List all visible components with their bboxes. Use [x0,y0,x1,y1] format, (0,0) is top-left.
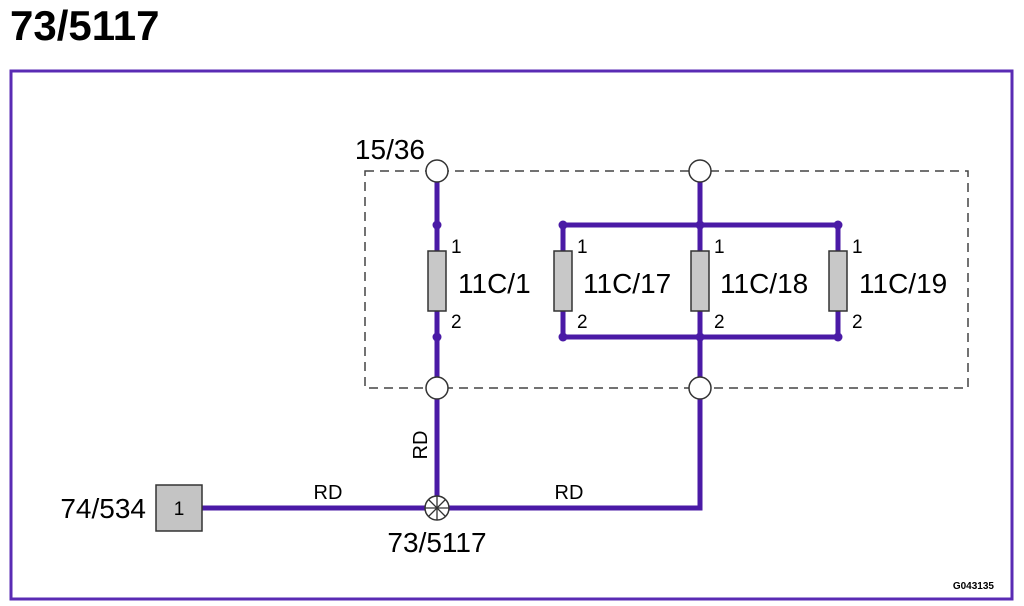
fuse-pin-label: 2 [577,312,588,333]
fuse-label: 11C/17 [583,268,671,299]
diagram-frame [9,69,1014,601]
terminal-top-right [688,159,712,183]
junction-dot [558,332,568,342]
junction-dot [833,332,843,342]
terminal-bottom-left [425,376,449,400]
wires [199,180,841,511]
terminal-bottom-right [688,376,712,400]
fuse-body [690,250,710,312]
fuse-body [828,250,848,312]
fuse-pin-label: 1 [852,237,863,258]
fuse-box-outline [364,170,969,389]
wire-color-label: RD [410,431,432,460]
fuse-pin-label: 2 [714,312,725,333]
junction-dot [833,220,843,230]
ground-connector-label: 74/534 [60,493,146,524]
fuse-pin-label: 2 [451,312,462,333]
junction-dot [695,220,705,230]
junction-dots [432,220,843,342]
fuse-label: 11C/1 [458,268,531,299]
fuse-pin-label: 1 [451,237,462,258]
fuse-11c-17 [553,250,573,312]
wire-color-label: RD [555,482,584,504]
splice-symbol [424,495,450,521]
splice-label: 73/5117 [387,527,486,558]
junction-dot [432,220,442,230]
fuse-label: 11C/18 [720,268,808,299]
fuse-pin-label: 1 [714,237,725,258]
fuse-11c-18 [690,250,710,312]
ground-connector-box [155,484,203,532]
junction-dot [432,332,442,342]
fuse-body [553,250,573,312]
fuse-label: 11C/19 [859,268,947,299]
fuse-pin-label: 1 [577,237,588,258]
image-code-label: G043135 [953,581,995,592]
terminal-top-left [425,159,449,183]
fuse-body [427,250,447,312]
terminals [425,159,712,400]
ground-connector-pin: 1 [174,499,185,520]
fuse-pin-label: 2 [852,312,863,333]
fuse-11c-19 [828,250,848,312]
junction-dot [558,220,568,230]
page-title: 73/5117 [10,2,160,49]
wire-color-label: RD [314,482,343,504]
fuse-11c-1 [427,250,447,312]
supply-connector-label: 15/36 [355,134,425,165]
junction-dot [695,332,705,342]
